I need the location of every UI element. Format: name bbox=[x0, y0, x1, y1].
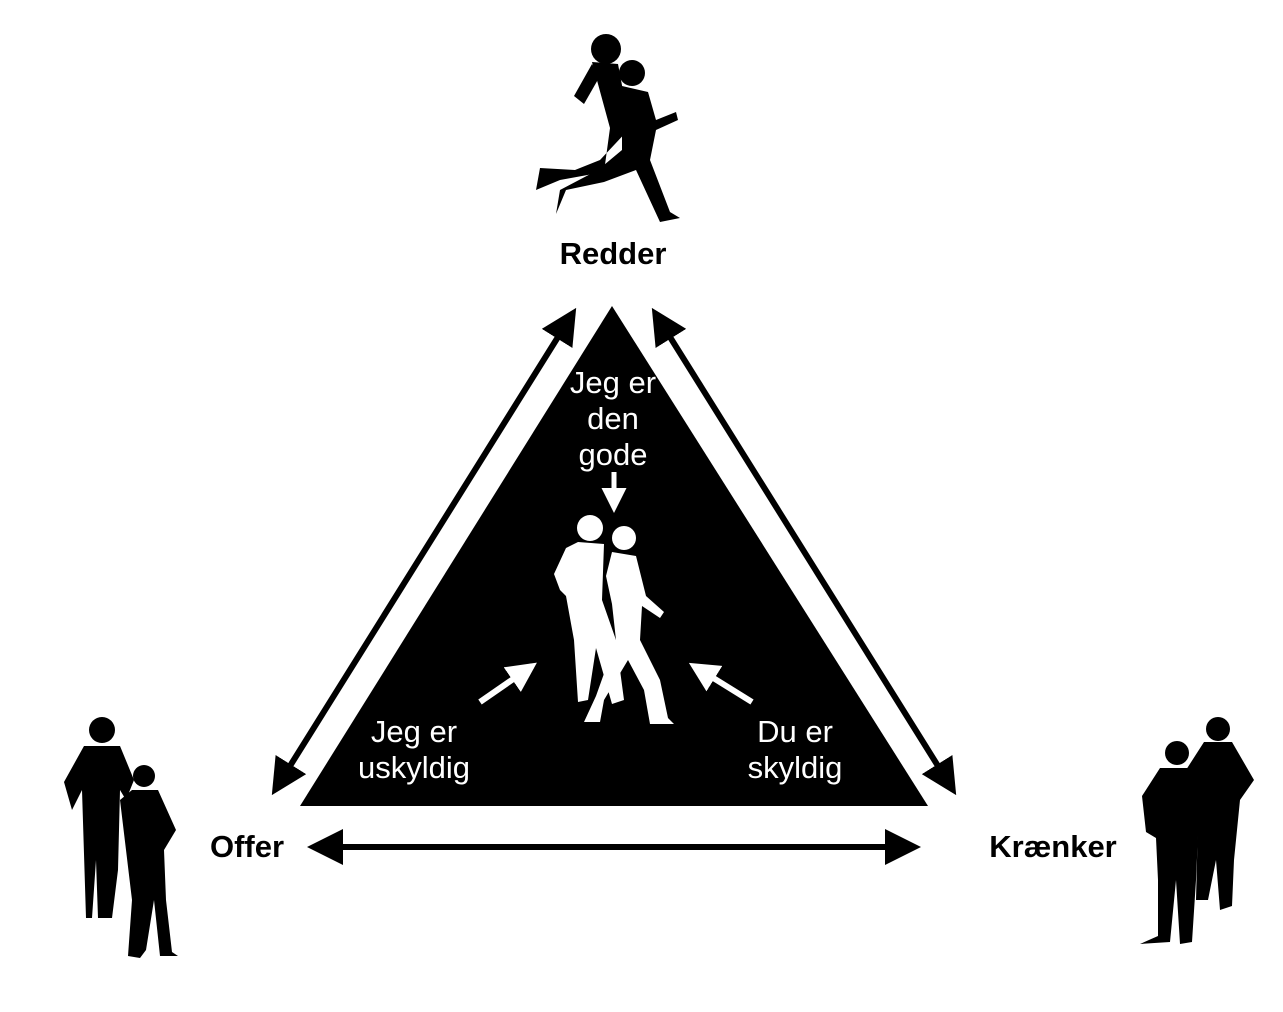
role-victim-label: Offer bbox=[210, 829, 284, 864]
persecutor-statement-line2: skyldig bbox=[748, 750, 843, 785]
rescuer-statement-line3: gode bbox=[579, 437, 648, 472]
arrow-offer-redder bbox=[271, 307, 577, 796]
arrow-redder-kraenker bbox=[651, 307, 957, 796]
role-persecutor-label: Krænker bbox=[989, 829, 1117, 864]
victim-couple-silhouette-icon bbox=[64, 717, 178, 958]
rescuer-statement-line2: den bbox=[587, 401, 639, 436]
role-rescuer-label: Redder bbox=[560, 236, 667, 271]
victim-statement-line2: uskyldig bbox=[358, 750, 470, 785]
arrow-inner-left bbox=[478, 662, 537, 705]
persecutor-couple-silhouette-icon bbox=[1140, 717, 1254, 944]
rescuer-statement-line1: Jeg er bbox=[570, 365, 656, 400]
walking-couple-silhouette-icon bbox=[554, 515, 674, 724]
arrow-inner-right bbox=[688, 662, 754, 705]
runners-silhouette-icon bbox=[536, 34, 680, 222]
victim-statement-line1: Jeg er bbox=[371, 714, 457, 749]
persecutor-statement-line1: Du er bbox=[757, 714, 833, 749]
